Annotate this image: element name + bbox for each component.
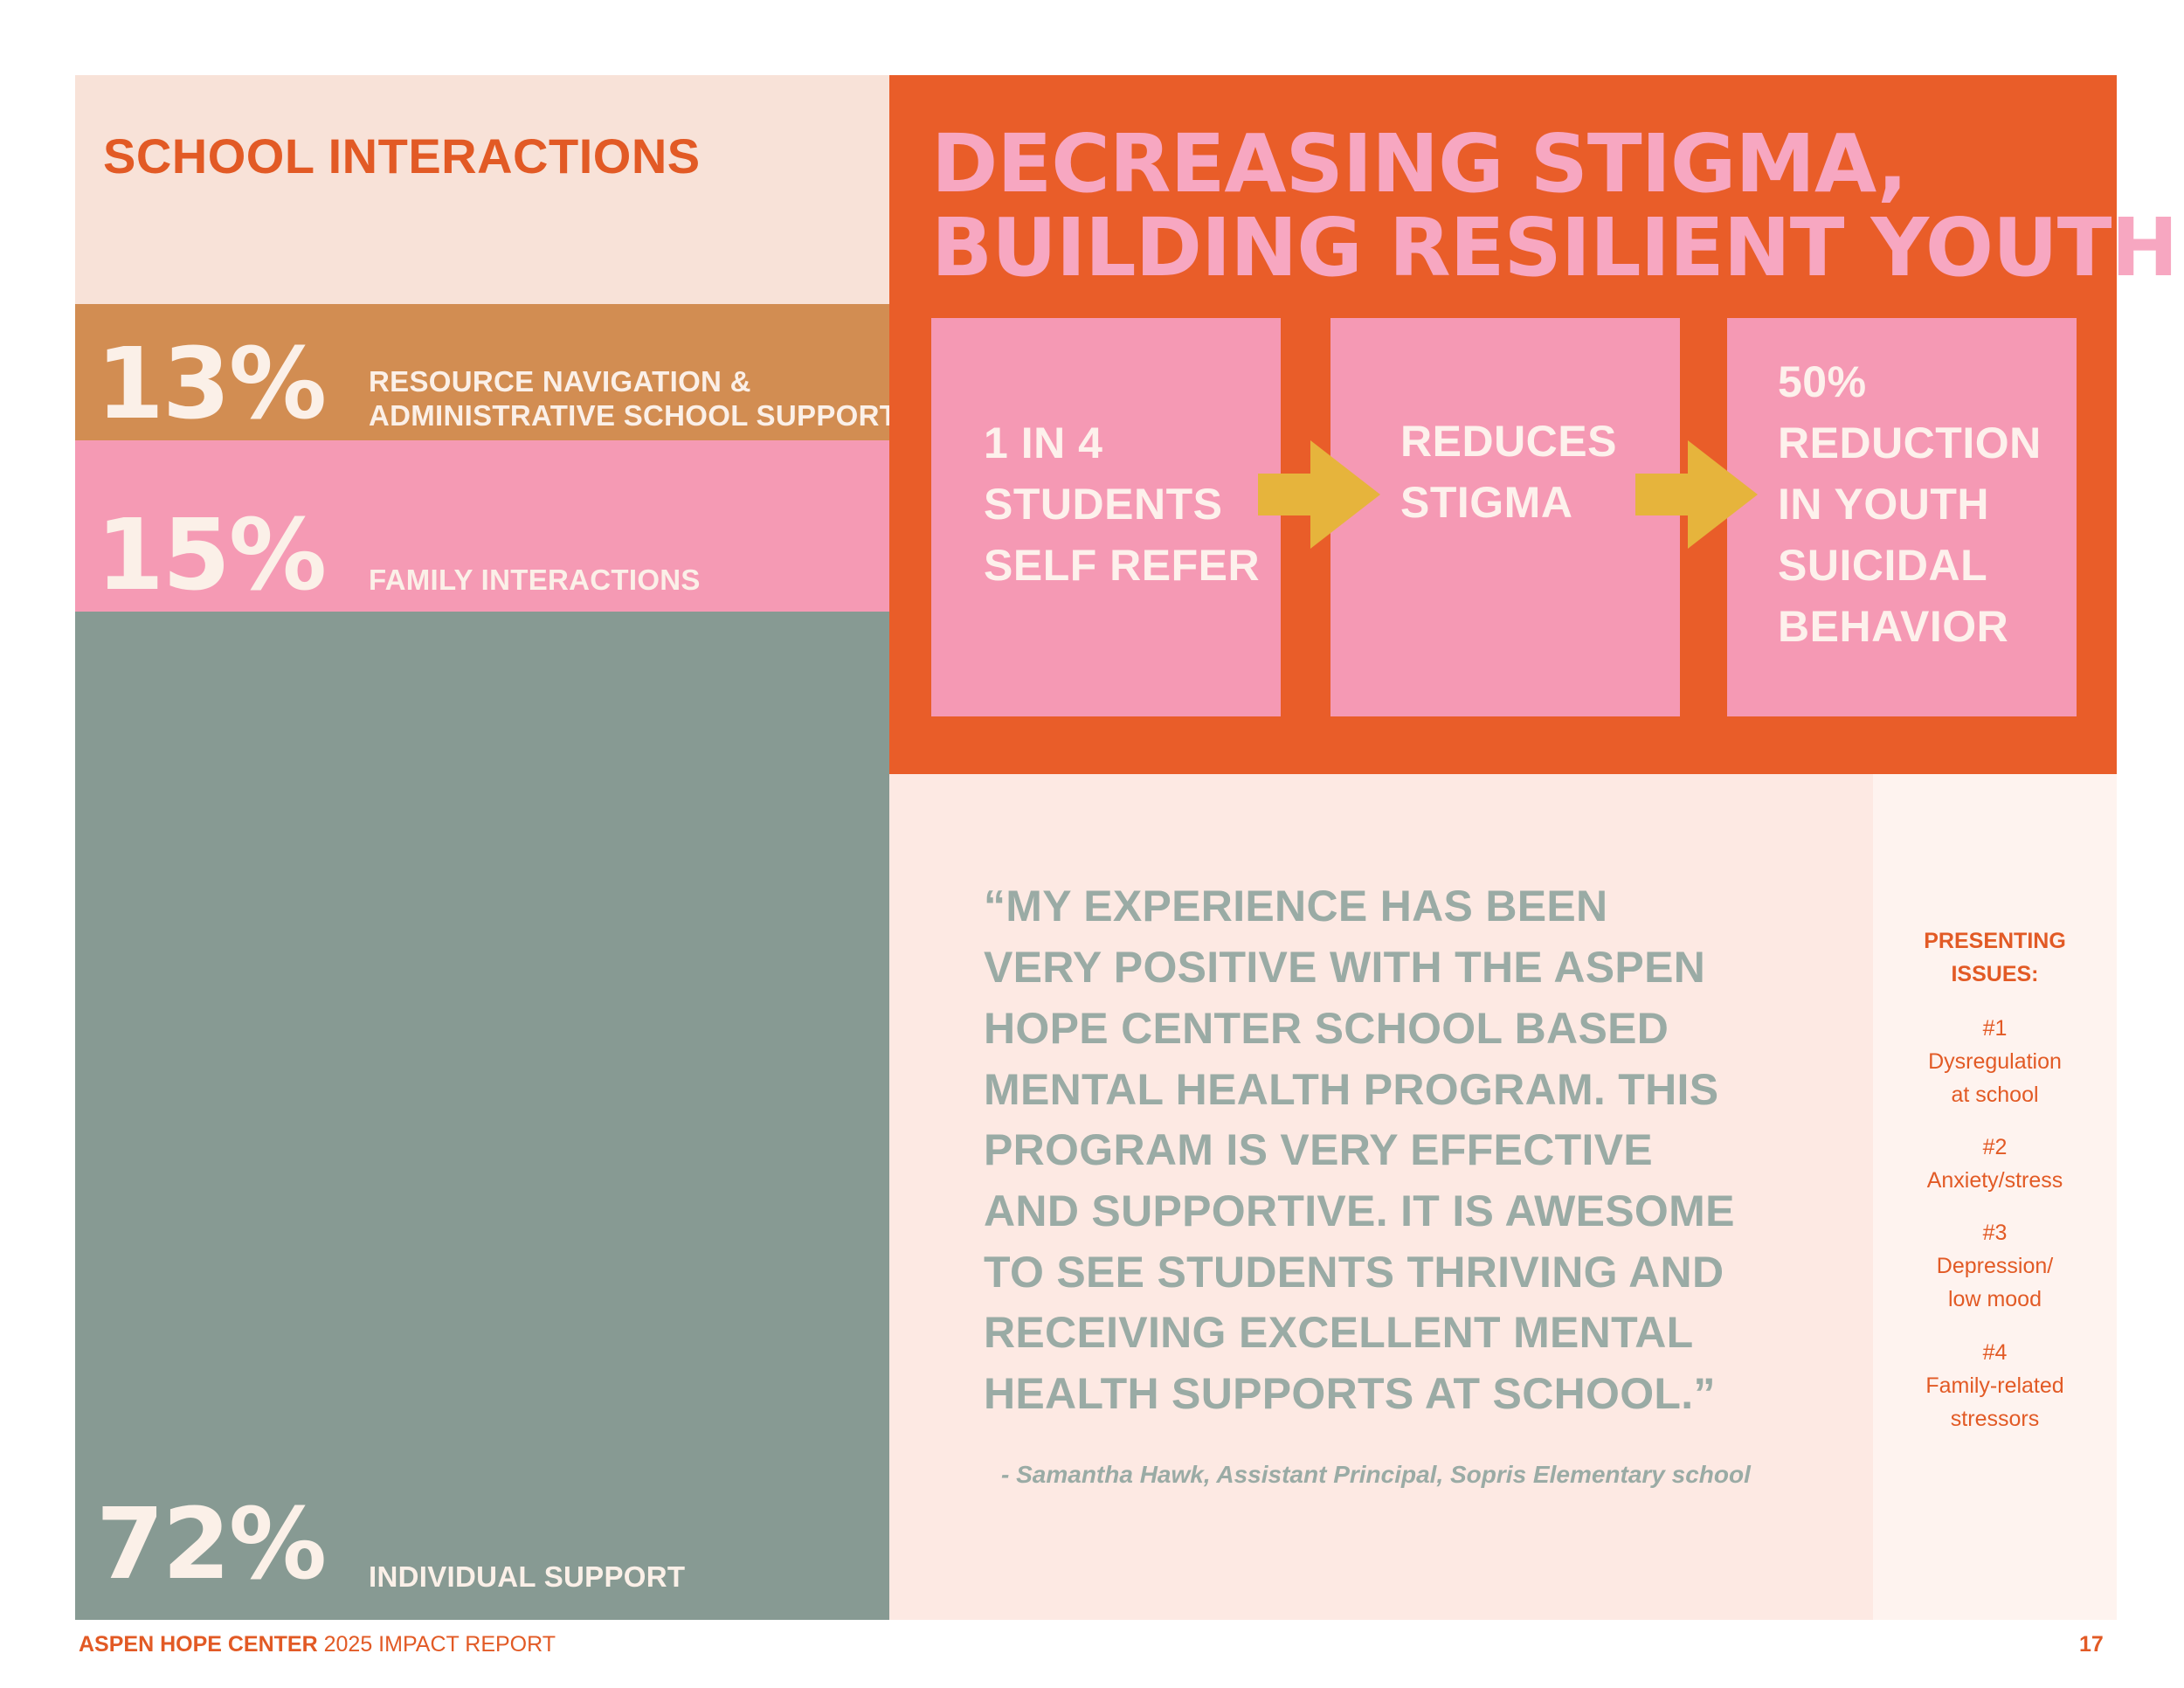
card-self-refer-text: 1 IN 4 STUDENTS SELF REFER <box>984 419 1261 590</box>
label-individual-support: INDIVIDUAL SUPPORT <box>369 1560 686 1593</box>
panel-title-line1: DECREASING STIGMA, <box>931 117 1908 211</box>
band-individual-support <box>75 612 889 1620</box>
section-title: SCHOOL INTERACTIONS <box>103 128 701 183</box>
label-resource-navigation-line2: ADMINISTRATIVE SCHOOL SUPPORT <box>369 399 898 432</box>
label-family-interactions: FAMILY INTERACTIONS <box>369 564 701 596</box>
percent-individual-support: 72% <box>96 1488 327 1602</box>
card-reduces-stigma-text: REDUCES STIGMA <box>1400 417 1617 527</box>
quote-line: PROGRAM IS VERY EFFECTIVE <box>984 1125 1653 1174</box>
quote-line: VERY POSITIVE WITH THE ASPEN <box>984 943 1706 992</box>
left-header-panel <box>75 75 889 304</box>
quote-line: HEALTH SUPPORTS AT SCHOOL.” <box>984 1369 1716 1418</box>
footer-report-name: ASPEN HOPE CENTER 2025 IMPACT REPORT <box>79 1632 556 1657</box>
page-number: 17 <box>2079 1632 2104 1657</box>
quote-panel <box>889 774 1873 1620</box>
card-reduction-suicidal-behavior <box>1727 318 2077 716</box>
footer-org: ASPEN HOPE CENTER <box>79 1632 318 1657</box>
card-self-refer <box>931 318 1281 716</box>
card-reduces-stigma <box>1330 318 1680 716</box>
quote-line: HOPE CENTER SCHOOL BASED <box>984 1004 1669 1053</box>
percent-family-interactions: 15% <box>96 499 327 612</box>
band-family-interactions <box>75 440 889 612</box>
arrow-right-icon <box>1258 440 1380 549</box>
label-resource-navigation-line1: RESOURCE NAVIGATION & <box>369 365 751 398</box>
issue-item-2: #2 Anxiety/stress <box>1926 1135 2063 1193</box>
issue-item-1: #1 Dysregulation at school <box>1928 1016 2062 1107</box>
quote-line: MENTAL HEALTH PROGRAM. THIS <box>984 1065 1719 1114</box>
arrow-right-icon <box>1635 440 1758 549</box>
quote-line: “MY EXPERIENCE HAS BEEN <box>984 882 1608 930</box>
quote-line: TO SEE STUDENTS THRIVING AND <box>984 1248 1724 1297</box>
footer-report: 2025 IMPACT REPORT <box>317 1632 556 1657</box>
quote-line: RECEIVING EXCELLENT MENTAL <box>984 1308 1694 1357</box>
quote-attribution: - Samantha Hawk, Assistant Principal, So… <box>1001 1461 1751 1488</box>
band-resource-navigation <box>75 304 889 440</box>
panel-title-line2: BUILDING RESILIENT YOUTH <box>931 201 2178 294</box>
percent-resource-navigation: 13% <box>96 328 327 441</box>
issues-title: PRESENTING ISSUES: <box>1924 929 2066 986</box>
card-reduction-text: 50% REDUCTION IN YOUTH SUICIDAL BEHAVIOR <box>1778 357 2042 651</box>
quote-line: AND SUPPORTIVE. IT IS AWESOME <box>984 1186 1735 1235</box>
issues-panel <box>1873 774 2117 1620</box>
issue-item-4: #4 Family-related stressors <box>1925 1340 2064 1431</box>
issue-item-3: #3 Depression/ low mood <box>1936 1221 2054 1311</box>
